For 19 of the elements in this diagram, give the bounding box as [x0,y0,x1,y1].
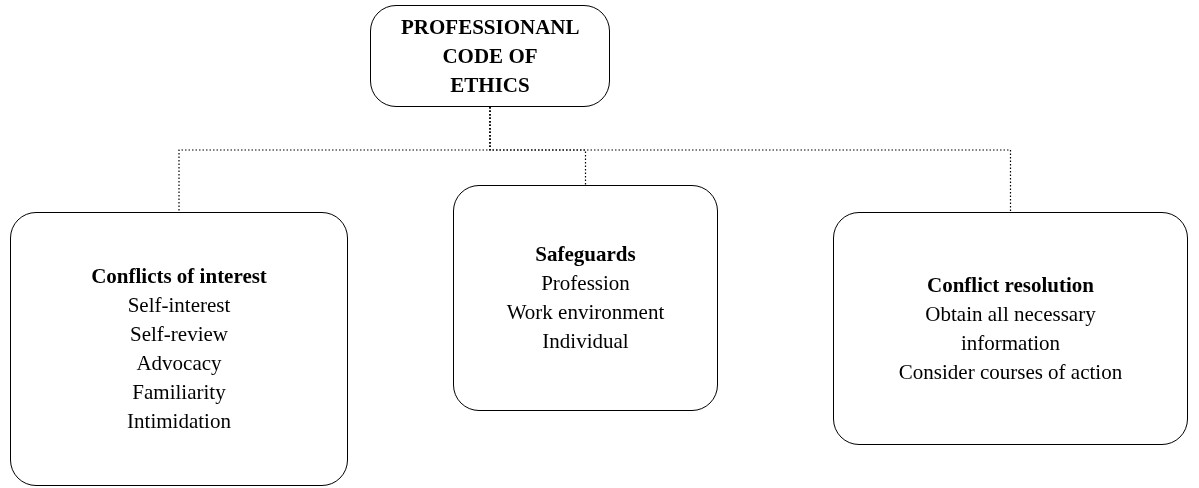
category-heading: Conflict resolution [927,271,1094,299]
list-item: Advocacy [136,350,222,377]
list-item: Profession [541,270,630,297]
list-item: Self-interest [127,292,231,319]
list-item: Consider courses of action [898,358,1123,386]
category-heading: Conflicts of interest [91,263,267,290]
title-box [370,5,610,107]
category-box [10,212,348,486]
list-item: Intimidation [127,408,231,435]
list-item: Self-review [130,321,228,348]
connector-line [489,106,1012,213]
list-item: Work environment [506,299,665,326]
list-item: Individual [542,328,629,355]
list-item: Familiarity [132,379,226,406]
category-heading: Safeguards [535,241,636,268]
category-box [453,185,718,411]
category-box [833,212,1188,445]
list-item: Obtain all necessary information [924,300,1097,357]
title-text: PROFESSIONANL CODE OF ETHICS [401,13,579,99]
